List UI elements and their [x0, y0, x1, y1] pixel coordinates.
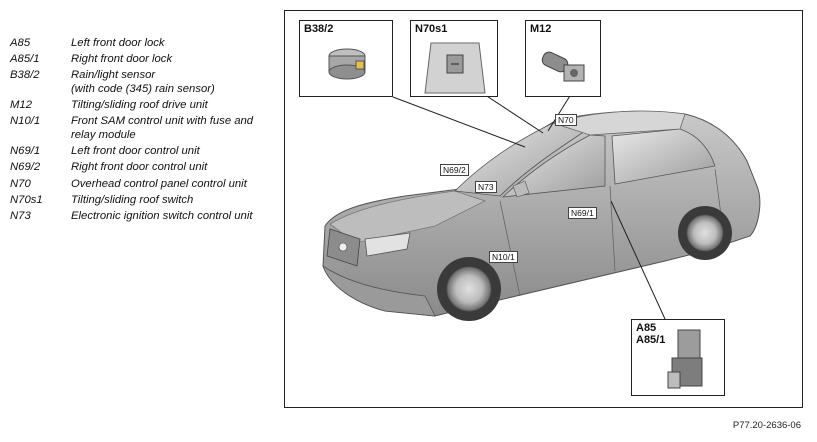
- sensor-icon: [328, 48, 366, 80]
- headlight: [364, 232, 411, 257]
- legend-row: B38/2 Rain/light sensor (with code (345)…: [10, 69, 272, 96]
- legend-code: N69/1: [10, 145, 41, 158]
- drive-motor-icon: [541, 51, 585, 82]
- front-bumper: [322, 264, 436, 317]
- legend-description: Left front door control unit: [71, 145, 200, 158]
- leader-b38: [392, 96, 526, 148]
- door-lock-icon: [667, 329, 703, 389]
- legend-code: N10/1: [10, 115, 41, 128]
- car-hood: [329, 190, 487, 244]
- inset-label: M12: [530, 23, 552, 35]
- legend-code: B38/2: [10, 69, 40, 82]
- legend-description: Tilting/sliding roof drive unit: [71, 99, 208, 112]
- legend-row: M12 Tilting/sliding roof drive unit: [10, 99, 272, 113]
- legend-row: N69/2 Right front door control unit: [10, 161, 272, 175]
- component-legend: A85 Left front door lock A85/1 Right fro…: [10, 37, 272, 226]
- inset-roof-drive: M12: [525, 20, 601, 97]
- legend-description: Overhead control panel control unit: [71, 177, 247, 190]
- legend-row: N69/1 Left front door control unit: [10, 145, 272, 159]
- legend-code: N69/2: [10, 161, 41, 174]
- side-mirror: [512, 180, 530, 198]
- legend-row: N73 Electronic ignition switch control u…: [10, 210, 272, 224]
- legend-description: Electronic ignition switch control unit: [71, 209, 253, 222]
- legend-row: A85/1 Right front door lock: [10, 53, 272, 67]
- callout-n69-1: N69/1: [568, 207, 597, 219]
- leader-a85: [610, 200, 666, 320]
- callout-n69-2: N69/2: [440, 164, 469, 176]
- legend-row: N70 Overhead control panel control unit: [10, 178, 272, 192]
- legend-code: N70s1: [10, 193, 43, 206]
- legend-code: N70: [10, 177, 31, 190]
- inset-label: A85 A85/1: [636, 322, 666, 346]
- inset-label: N70s1: [415, 23, 448, 35]
- side-window-rear: [611, 128, 716, 185]
- legend-description: Right front door control unit: [71, 161, 208, 174]
- legend-description: Tilting/sliding roof switch: [71, 193, 194, 206]
- callout-n10-1: N10/1: [489, 251, 518, 263]
- legend-code: A85: [10, 37, 31, 49]
- legend-code: M12: [10, 99, 32, 112]
- vehicle-illustration-frame: B38/2 N70s1 M12 A85 A85/1 N: [284, 10, 803, 408]
- legend-code: A85/1: [10, 53, 40, 66]
- legend-description: Rain/light sensor (with code (345) rain …: [71, 69, 215, 95]
- inset-rain-light-sensor: B38/2: [299, 20, 393, 97]
- legend-row: N70s1 Tilting/sliding roof switch: [10, 194, 272, 208]
- legend-description: Right front door lock: [71, 53, 173, 66]
- switch-panel-icon: [424, 42, 486, 94]
- callout-n70: N70: [555, 114, 577, 126]
- legend-row: A85 Left front door lock: [10, 37, 272, 51]
- legend-description: Left front door lock: [71, 37, 165, 49]
- car-illustration: [322, 82, 761, 321]
- inset-door-lock: A85 A85/1: [631, 319, 725, 396]
- legend-row: N10/1 Front SAM control unit with fuse a…: [10, 115, 272, 142]
- legend-description: Front SAM control unit with fuse and rel…: [71, 115, 254, 141]
- inset-label: B38/2: [304, 23, 334, 35]
- figure-id: P77.20-2636-06: [732, 420, 801, 431]
- callout-n73: N73: [475, 181, 497, 193]
- inset-roof-switch: N70s1: [410, 20, 498, 97]
- legend-code: N73: [10, 209, 31, 222]
